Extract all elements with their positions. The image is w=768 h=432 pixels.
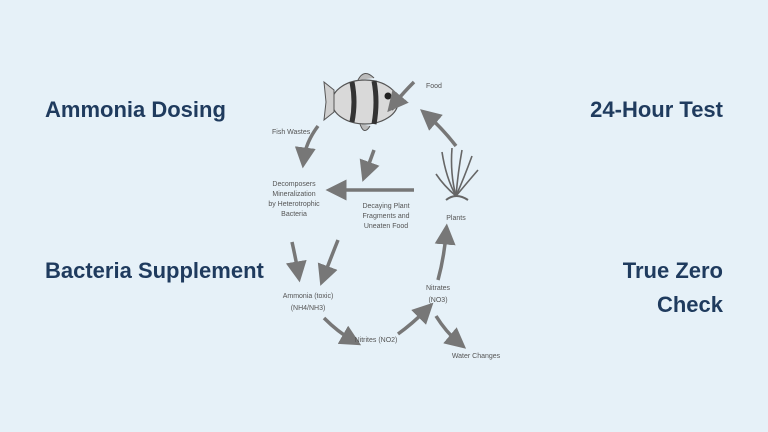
- 24-hour-test-label: 24-Hour Test: [590, 97, 723, 122]
- ammonia-dosing-label: Ammonia Dosing: [45, 97, 226, 122]
- decomposers-label: Decomposers Mineralization by Heterotrop…: [268, 181, 320, 218]
- true-zero-check-label: True Zero Check: [623, 254, 723, 322]
- nitrites-label: Nitrites (NO2): [355, 337, 398, 344]
- ammonia-label: Ammonia (toxic) (NH4/NH3): [283, 293, 334, 312]
- svg-text:(NH4/NH3): (NH4/NH3): [291, 305, 326, 312]
- plant-icon: [435, 147, 479, 201]
- svg-text:by Heterotrophic: by Heterotrophic: [268, 201, 320, 208]
- nitrates-label: Nitrates (NO3): [426, 285, 451, 304]
- decaying-plant-label: Decaying Plant Fragments and Uneaten Foo…: [362, 203, 409, 230]
- svg-text:Bacteria: Bacteria: [281, 211, 307, 218]
- svg-text:(NO3): (NO3): [428, 297, 447, 304]
- nitrogen-cycle-diagram: Food Fish Wastes Decomposers Mineralizat…: [268, 73, 501, 360]
- svg-text:Decomposers: Decomposers: [272, 181, 316, 188]
- plants-label: Plants: [446, 215, 466, 222]
- svg-text:Mineralization: Mineralization: [272, 191, 315, 198]
- svg-text:Nitrates: Nitrates: [426, 285, 451, 292]
- bacteria-supplement-label: Bacteria Supplement: [45, 258, 264, 283]
- cycle-arrows: [285, 80, 467, 349]
- svg-text:Uneaten Food: Uneaten Food: [364, 223, 408, 230]
- true-zero-line-1: True Zero: [622, 258, 723, 283]
- fish-wastes-label: Fish Wastes: [272, 129, 311, 136]
- svg-text:Decaying Plant: Decaying Plant: [362, 203, 409, 210]
- clownfish-icon: [323, 73, 399, 131]
- true-zero-line-2: Check: [656, 292, 723, 317]
- svg-text:Ammonia (toxic): Ammonia (toxic): [283, 293, 334, 300]
- water-changes-label: Water Changes: [452, 353, 501, 360]
- svg-text:Fragments and: Fragments and: [362, 213, 409, 220]
- food-label: Food: [426, 83, 442, 90]
